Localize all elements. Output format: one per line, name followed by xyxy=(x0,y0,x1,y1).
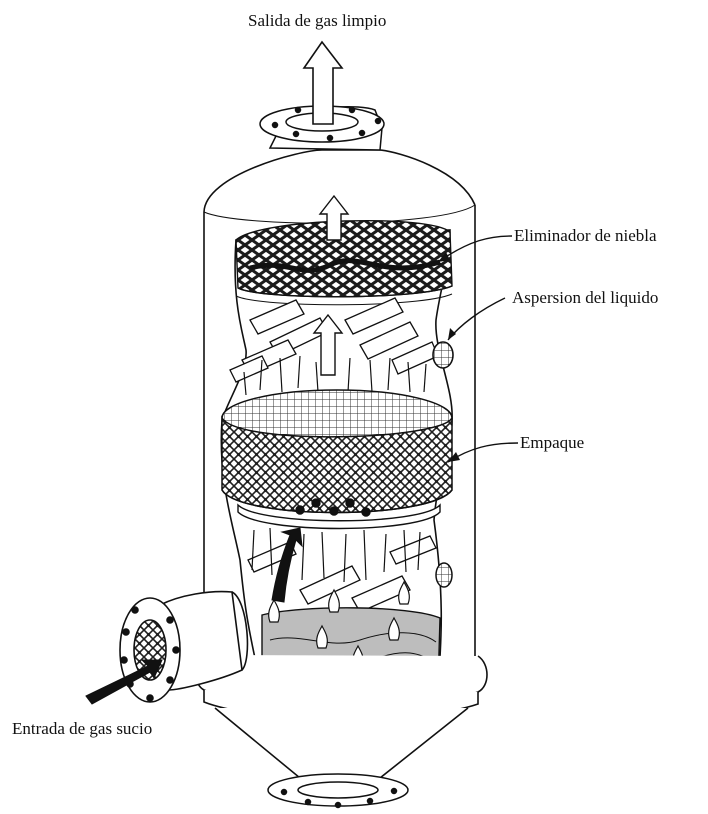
mist-eliminator xyxy=(236,221,452,305)
mist-eliminator-label: Eliminador de niebla xyxy=(514,226,657,245)
liquid-spray-label: Aspersion del liquido xyxy=(512,288,658,307)
packing-label: Empaque xyxy=(520,433,584,452)
upper-nozzle-icon xyxy=(433,342,453,368)
outlet-label: Salida de gas limpio xyxy=(248,11,386,30)
packed-bed xyxy=(222,390,452,513)
drain-flange xyxy=(268,774,408,808)
inlet-label: Entrada de gas sucio xyxy=(12,719,152,738)
lower-nozzle-icon xyxy=(436,563,452,587)
